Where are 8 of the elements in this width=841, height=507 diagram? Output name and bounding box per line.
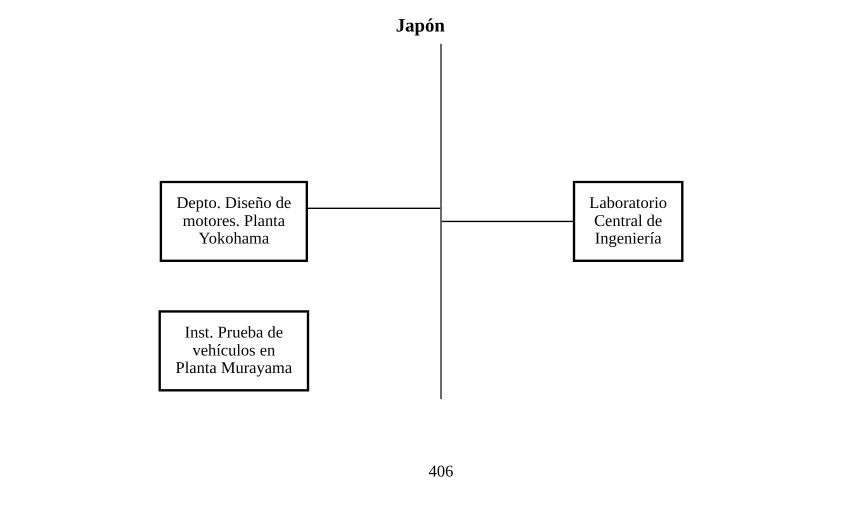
node-box: Laboratorio Central de Ingeniería: [572, 180, 683, 262]
connector: [441, 220, 574, 222]
label: 406: [428, 461, 453, 480]
node-bar: [440, 44, 442, 400]
node-box: Inst. Prueba de vehículos en Planta Murayama: [158, 310, 309, 392]
diagram-title: Japón: [395, 16, 444, 37]
node-box: Depto. Diseño de motores. Planta Yokohama: [159, 180, 308, 262]
connector: [306, 208, 440, 209]
